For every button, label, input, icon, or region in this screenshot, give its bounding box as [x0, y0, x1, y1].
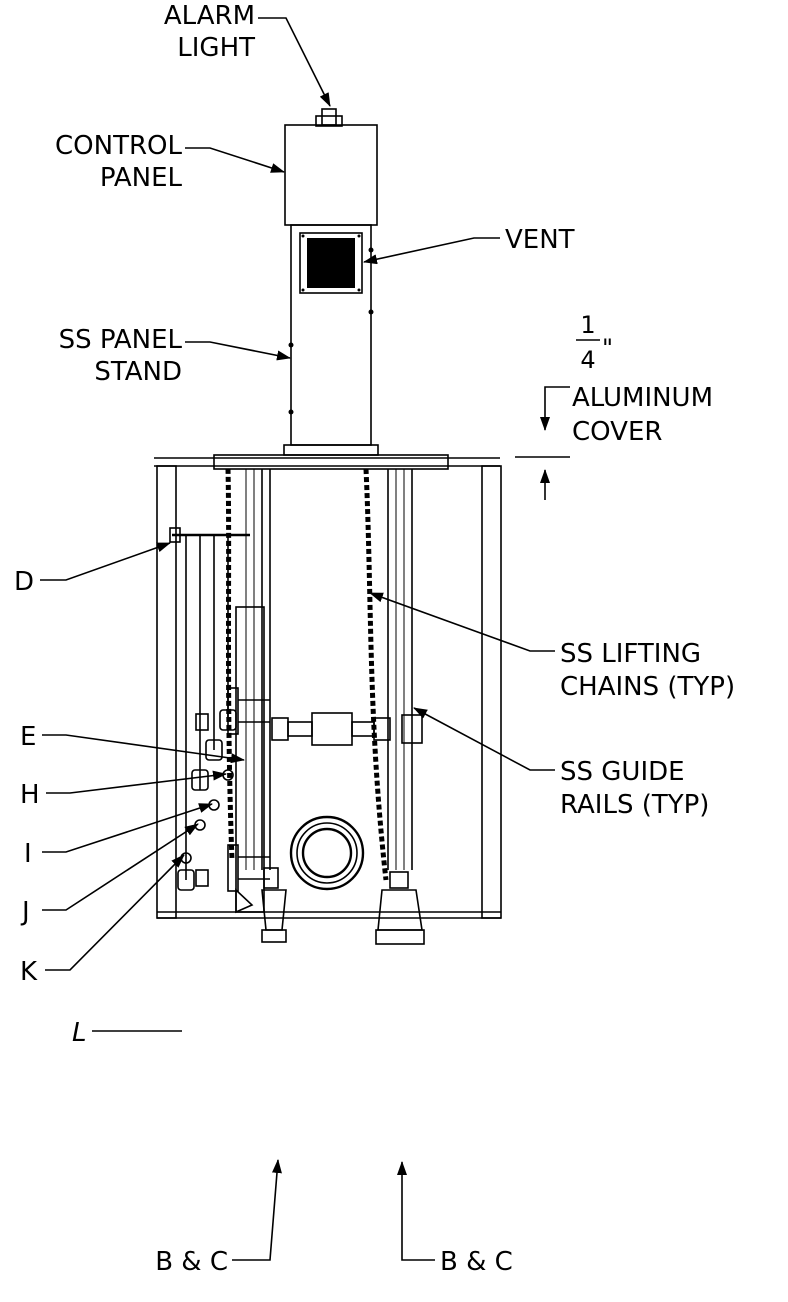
control-panel [284, 124, 378, 226]
label-control-panel: PANEL [100, 163, 183, 193]
inlet-flange [289, 815, 365, 891]
guide-rails-right [387, 469, 413, 870]
pipe-clamps [195, 687, 270, 892]
label-vent: VENT [505, 225, 575, 255]
guide-rails-left [245, 469, 271, 870]
fraction-unit: " [602, 334, 613, 362]
leader-lines [40, 17, 570, 1261]
label-h: H [20, 780, 40, 810]
basin-wall [156, 465, 502, 919]
fraction-denominator: 4 [580, 346, 595, 374]
cover-thickness-dimension: 1 4 " [576, 311, 613, 374]
label-guide-rails: RAILS (TYP) [560, 790, 709, 820]
float-bracket [169, 527, 250, 543]
fraction-numerator: 1 [580, 311, 595, 339]
label-j: J [20, 897, 30, 927]
label-lifting-chains: CHAINS (TYP) [560, 672, 735, 702]
label-panel-stand: SS PANEL [59, 325, 183, 355]
vent-grille [299, 232, 363, 294]
label-e: E [20, 722, 36, 752]
label-bc-left: B & C [155, 1247, 228, 1277]
label-i: I [24, 839, 32, 869]
label-l: L [72, 1018, 87, 1048]
label-alarm-light: ALARM [164, 1, 255, 31]
label-lifting-chains: SS LIFTING [560, 639, 701, 669]
label-k: K [20, 957, 38, 987]
pump-left [261, 867, 287, 943]
float-cords [185, 535, 229, 880]
label-panel-stand: STAND [94, 357, 182, 387]
alarm-light [315, 108, 343, 127]
label-alarm-light: LIGHT [177, 33, 255, 63]
lifting-chain-right [363, 468, 389, 881]
aluminum-cover [154, 454, 500, 470]
label-d: D [14, 567, 34, 597]
label-aluminum-cover: ALUMINUM [572, 383, 713, 413]
pump-right [375, 871, 425, 945]
label-guide-rails: SS GUIDE [560, 757, 685, 787]
header-pipe [271, 712, 423, 746]
label-bc-right: B & C [440, 1247, 513, 1277]
label-control-panel: CONTROL [55, 131, 182, 161]
label-aluminum-cover: COVER [572, 417, 662, 447]
